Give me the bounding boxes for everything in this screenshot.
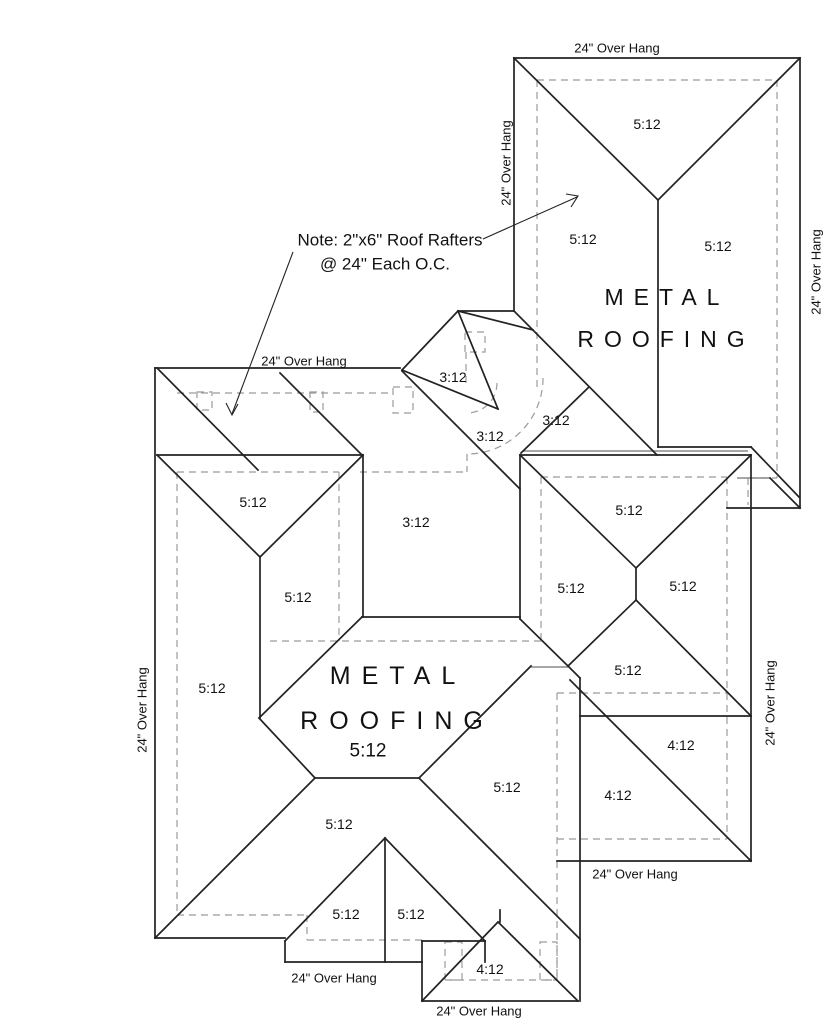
post-outline bbox=[444, 941, 463, 981]
ridge-line bbox=[400, 368, 500, 411]
overhang-label-upper-right: 24" Over Hang bbox=[809, 229, 824, 315]
hip-line bbox=[155, 453, 262, 559]
gable-slope-line bbox=[400, 309, 460, 372]
bottom-right-gable bbox=[420, 909, 580, 1003]
gable-slope-line bbox=[456, 309, 535, 332]
roof-title-metal-right: METAL bbox=[605, 284, 730, 310]
middle-right-roof-block bbox=[518, 385, 753, 718]
valley-line bbox=[568, 678, 753, 863]
fascia-lines bbox=[523, 450, 770, 668]
overhang-label-top: 24" Over Hang bbox=[574, 41, 660, 56]
hip-line bbox=[456, 309, 500, 411]
roof-outlines bbox=[153, 56, 802, 1003]
hip-line bbox=[153, 776, 317, 940]
hip-line bbox=[155, 366, 260, 472]
slope-label: 5:12 bbox=[325, 816, 352, 832]
overhang-label-bottom-right: 24" Over Hang bbox=[436, 1004, 522, 1019]
overhang-label-left-side: 24" Over Hang bbox=[135, 667, 150, 753]
gable-slope-line bbox=[420, 920, 500, 1003]
hip-line bbox=[566, 598, 638, 668]
valley-line bbox=[278, 371, 364, 457]
gable-slope-line bbox=[496, 920, 580, 1003]
roof-title-roofing-right: ROOFING bbox=[577, 326, 754, 352]
valley-line bbox=[400, 369, 522, 491]
dashed-arc bbox=[466, 382, 498, 414]
overhang-label-bottom-left: 24" Over Hang bbox=[291, 971, 377, 986]
leader-line bbox=[231, 251, 294, 415]
post-outline bbox=[196, 391, 213, 411]
slope-label: 5:12 bbox=[704, 238, 731, 254]
note-text-line2: @ 24" Each O.C. bbox=[320, 255, 450, 274]
post-outline bbox=[309, 391, 324, 413]
upper-right-roof-block bbox=[457, 56, 802, 510]
slope-label: 5:12 bbox=[397, 906, 424, 922]
hip-line bbox=[749, 445, 801, 499]
slope-label: 5:12 bbox=[284, 589, 311, 605]
overhang-label-right-side: 24" Over Hang bbox=[763, 660, 778, 746]
hip-line bbox=[417, 664, 533, 780]
overhang-label-mid-right: 24" Over Hang bbox=[592, 867, 678, 882]
hip-line bbox=[512, 56, 660, 202]
overhang-label-upper-left: 24" Over Hang bbox=[499, 120, 514, 206]
arrowhead bbox=[225, 402, 239, 417]
hip-line bbox=[257, 615, 364, 720]
labels-layer: Note: 2"x6" Roof Rafters @ 24" Each O.C. 2… bbox=[135, 41, 824, 1019]
slope-label: 4:12 bbox=[604, 787, 631, 803]
hip-line bbox=[518, 453, 638, 570]
slope-label: 5:12 bbox=[332, 906, 359, 922]
hip-line bbox=[634, 453, 753, 570]
hip-line bbox=[768, 476, 802, 510]
bottom-center-gable bbox=[283, 836, 487, 963]
dashed-arc bbox=[466, 377, 544, 455]
roof-title-roofing-left: ROOFING bbox=[300, 707, 494, 735]
leader-line bbox=[482, 196, 578, 240]
left-roof-block bbox=[153, 366, 401, 940]
eave-line bbox=[518, 617, 570, 668]
valley-line bbox=[417, 776, 582, 941]
slope-label: 4:12 bbox=[667, 737, 694, 753]
slope-label: 5:12 bbox=[493, 779, 520, 795]
valley-line bbox=[512, 309, 659, 457]
slope-label: 5:12 bbox=[633, 116, 660, 132]
left-wing-roof bbox=[155, 453, 365, 719]
overhang-label-left-top: 24" Over Hang bbox=[261, 354, 347, 369]
slope-label: 5:12 bbox=[615, 502, 642, 518]
roof-title-metal-left: METAL bbox=[330, 662, 467, 690]
slope-label: 3:12 bbox=[542, 412, 569, 428]
hip-line bbox=[257, 716, 317, 780]
slope-label: 5:12 bbox=[557, 580, 584, 596]
slope-label: 5:12 bbox=[614, 662, 641, 678]
valley-line bbox=[519, 385, 591, 455]
slope-label-large: 5:12 bbox=[350, 741, 387, 762]
hip-line bbox=[634, 598, 753, 718]
note-leader-lines bbox=[225, 193, 579, 417]
hip-line bbox=[258, 453, 365, 559]
slope-label: 3:12 bbox=[402, 514, 429, 530]
connector-roof bbox=[278, 309, 535, 491]
slope-label: 3:12 bbox=[439, 369, 466, 385]
slope-label: 5:12 bbox=[198, 680, 225, 696]
slope-label: 4:12 bbox=[476, 961, 503, 977]
eave-line bbox=[566, 664, 582, 680]
slope-label: 5:12 bbox=[669, 578, 696, 594]
arrowhead bbox=[565, 193, 579, 208]
hip-line bbox=[656, 56, 802, 202]
gable-slope-line bbox=[383, 836, 487, 943]
central-roof-plateau bbox=[257, 615, 582, 941]
post-outline bbox=[539, 941, 558, 981]
hidden-wall-lines bbox=[176, 79, 778, 981]
lower-right-roof-block bbox=[556, 677, 753, 1002]
slope-label: 3:12 bbox=[476, 428, 503, 444]
note-text-line1: Note: 2"x6" Roof Rafters bbox=[298, 231, 483, 250]
slope-label: 5:12 bbox=[569, 231, 596, 247]
gable-slope-line bbox=[283, 836, 387, 943]
slope-label: 5:12 bbox=[239, 494, 266, 510]
post-outline bbox=[392, 386, 414, 414]
